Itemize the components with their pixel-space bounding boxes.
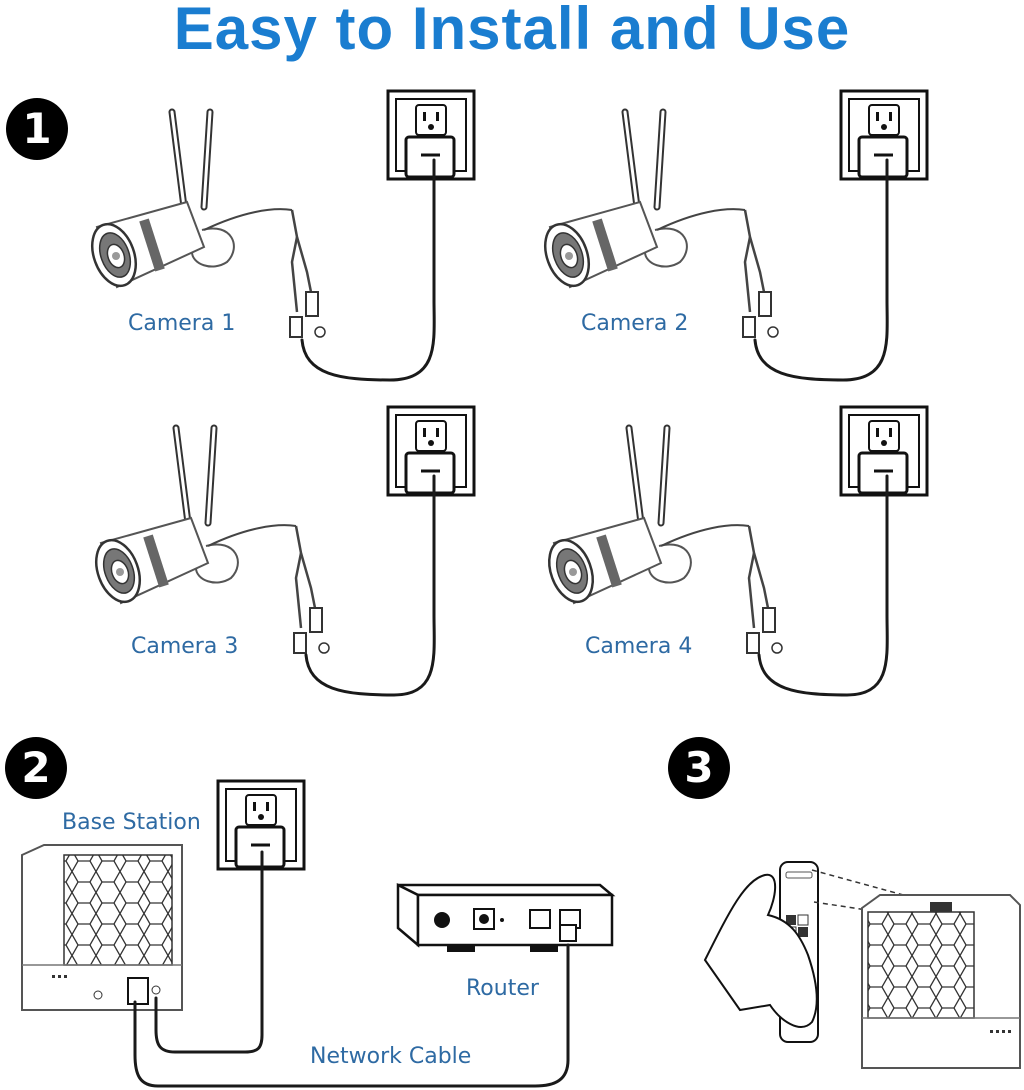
base-station-illustration: [21, 844, 183, 1011]
camera-3-illustration: [88, 405, 476, 697]
power-cable: [154, 850, 264, 1054]
step-1-badge: 1: [6, 98, 68, 160]
router-label: Router: [466, 976, 539, 1001]
network-cable-label: Network Cable: [310, 1044, 472, 1069]
base-station-label: Base Station: [62, 810, 201, 835]
camera-4-illustration: [541, 405, 929, 697]
step-2-badge: 2: [5, 737, 67, 799]
camera-1-illustration: [84, 89, 476, 382]
phone-scan-illustration: [703, 861, 1021, 1069]
step-3-badge: 3: [668, 737, 730, 799]
camera-2-illustration: [537, 89, 929, 382]
camera-1-label: Camera 1: [128, 311, 236, 336]
camera-3-label: Camera 3: [131, 634, 239, 659]
camera-4-label: Camera 4: [585, 634, 693, 659]
network-cable: [133, 943, 570, 1088]
page-title: Easy to Install and Use: [173, 0, 851, 62]
camera-2-label: Camera 2: [581, 311, 689, 336]
router-illustration: [396, 882, 616, 952]
